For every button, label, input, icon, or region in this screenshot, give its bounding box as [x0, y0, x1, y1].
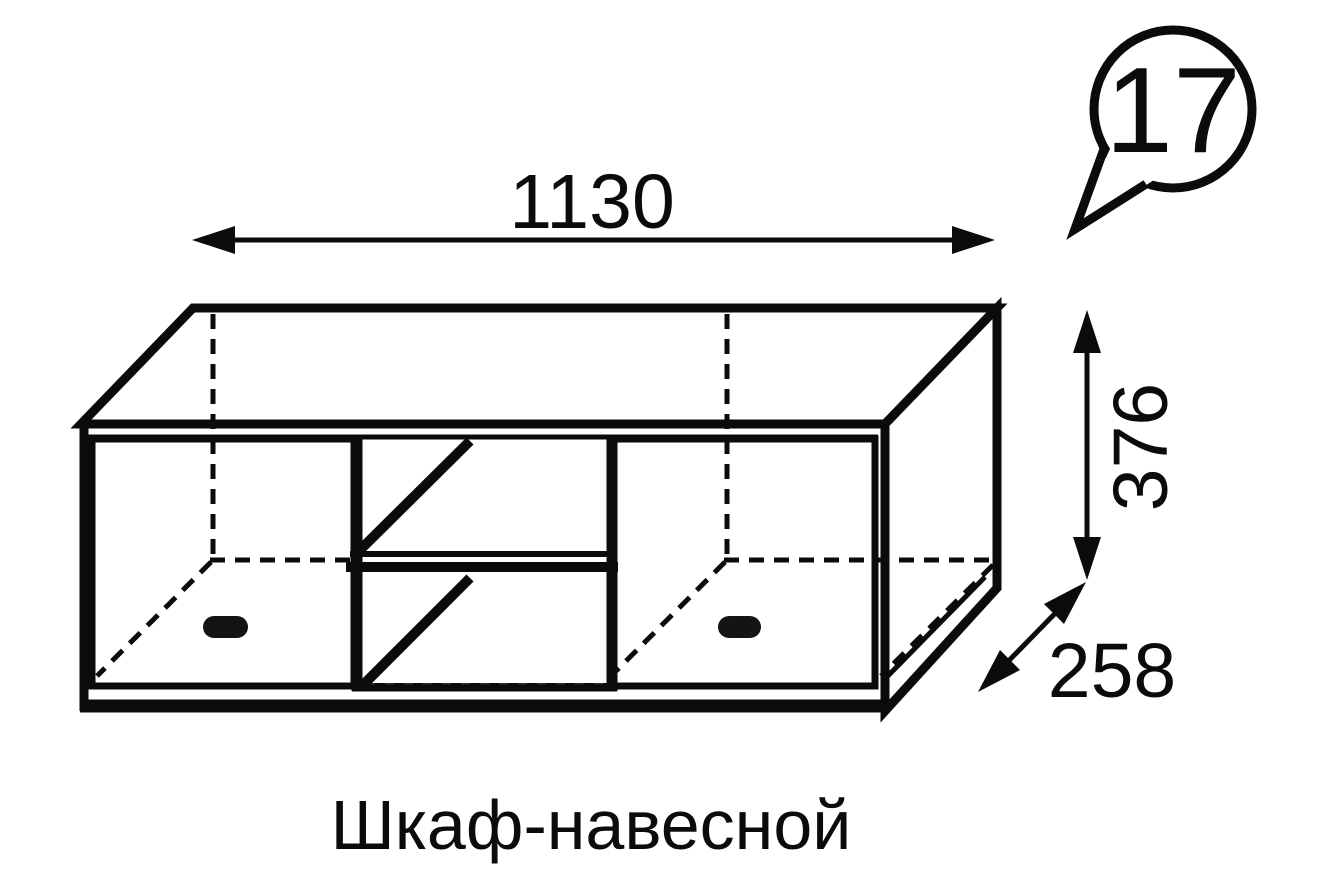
item-number-callout: 17 [1066, 25, 1257, 240]
side-panel-top-inner-edge [873, 318, 987, 436]
upper-compartment-depth-edge [357, 437, 474, 553]
middle-shelf-section [346, 437, 618, 692]
depth-arrowhead-upper-icon [1044, 582, 1086, 624]
height-arrowhead-bottom-icon [1073, 537, 1101, 580]
cabinet-top-face [70, 303, 1008, 440]
depth-dimension-value: 258 [1048, 628, 1176, 714]
width-arrowhead-right-icon [952, 226, 995, 254]
height-dimension-value: 376 [1098, 383, 1184, 511]
callout-bubble-icon [1089, 25, 1257, 193]
left-door-handle-icon [203, 616, 248, 638]
hidden-edges [95, 314, 995, 678]
top-face-outline [70, 303, 1008, 429]
width-dimension-value: 1130 [509, 159, 675, 245]
callout-tail-fill [1072, 138, 1154, 232]
callout-number: 17 [1105, 42, 1241, 178]
depth-dimension: 258 [978, 582, 1176, 714]
right-door-handle-icon [718, 616, 761, 638]
cabinet-drawing [70, 296, 1008, 723]
height-arrowhead-top-icon [1073, 310, 1101, 353]
lower-compartment-depth-edge [358, 574, 474, 690]
side-panel-bottom-inner-edge [873, 575, 987, 691]
hidden-right-depth-edge [879, 563, 995, 678]
hidden-mid-depth-edge [614, 560, 727, 673]
hidden-left-depth-edge [95, 560, 213, 678]
width-dimension: 1130 [192, 159, 995, 254]
height-dimension: 376 [1073, 310, 1184, 580]
callout-tail-icon [1066, 147, 1149, 240]
caption-text: Шкаф-навесной [331, 786, 852, 864]
depth-arrowhead-lower-icon [978, 650, 1020, 692]
width-arrowhead-left-icon [192, 226, 235, 254]
